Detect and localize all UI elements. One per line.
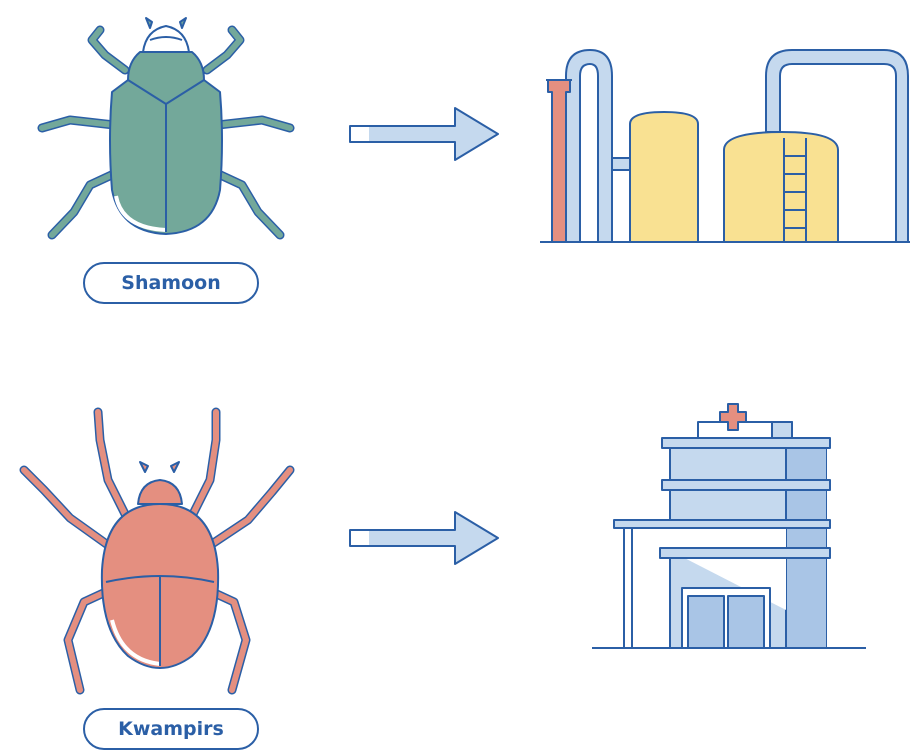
malware-label-kwampirs: Kwampirs [83, 708, 259, 750]
malware-label-shamoon: Shamoon [83, 262, 259, 304]
arrow-icon [350, 512, 498, 564]
oil-refinery-icon [540, 50, 910, 242]
red-beetle-icon [24, 412, 290, 690]
hospital-icon [592, 404, 866, 648]
arrow-icon [350, 108, 498, 160]
green-beetle-icon [42, 18, 290, 235]
